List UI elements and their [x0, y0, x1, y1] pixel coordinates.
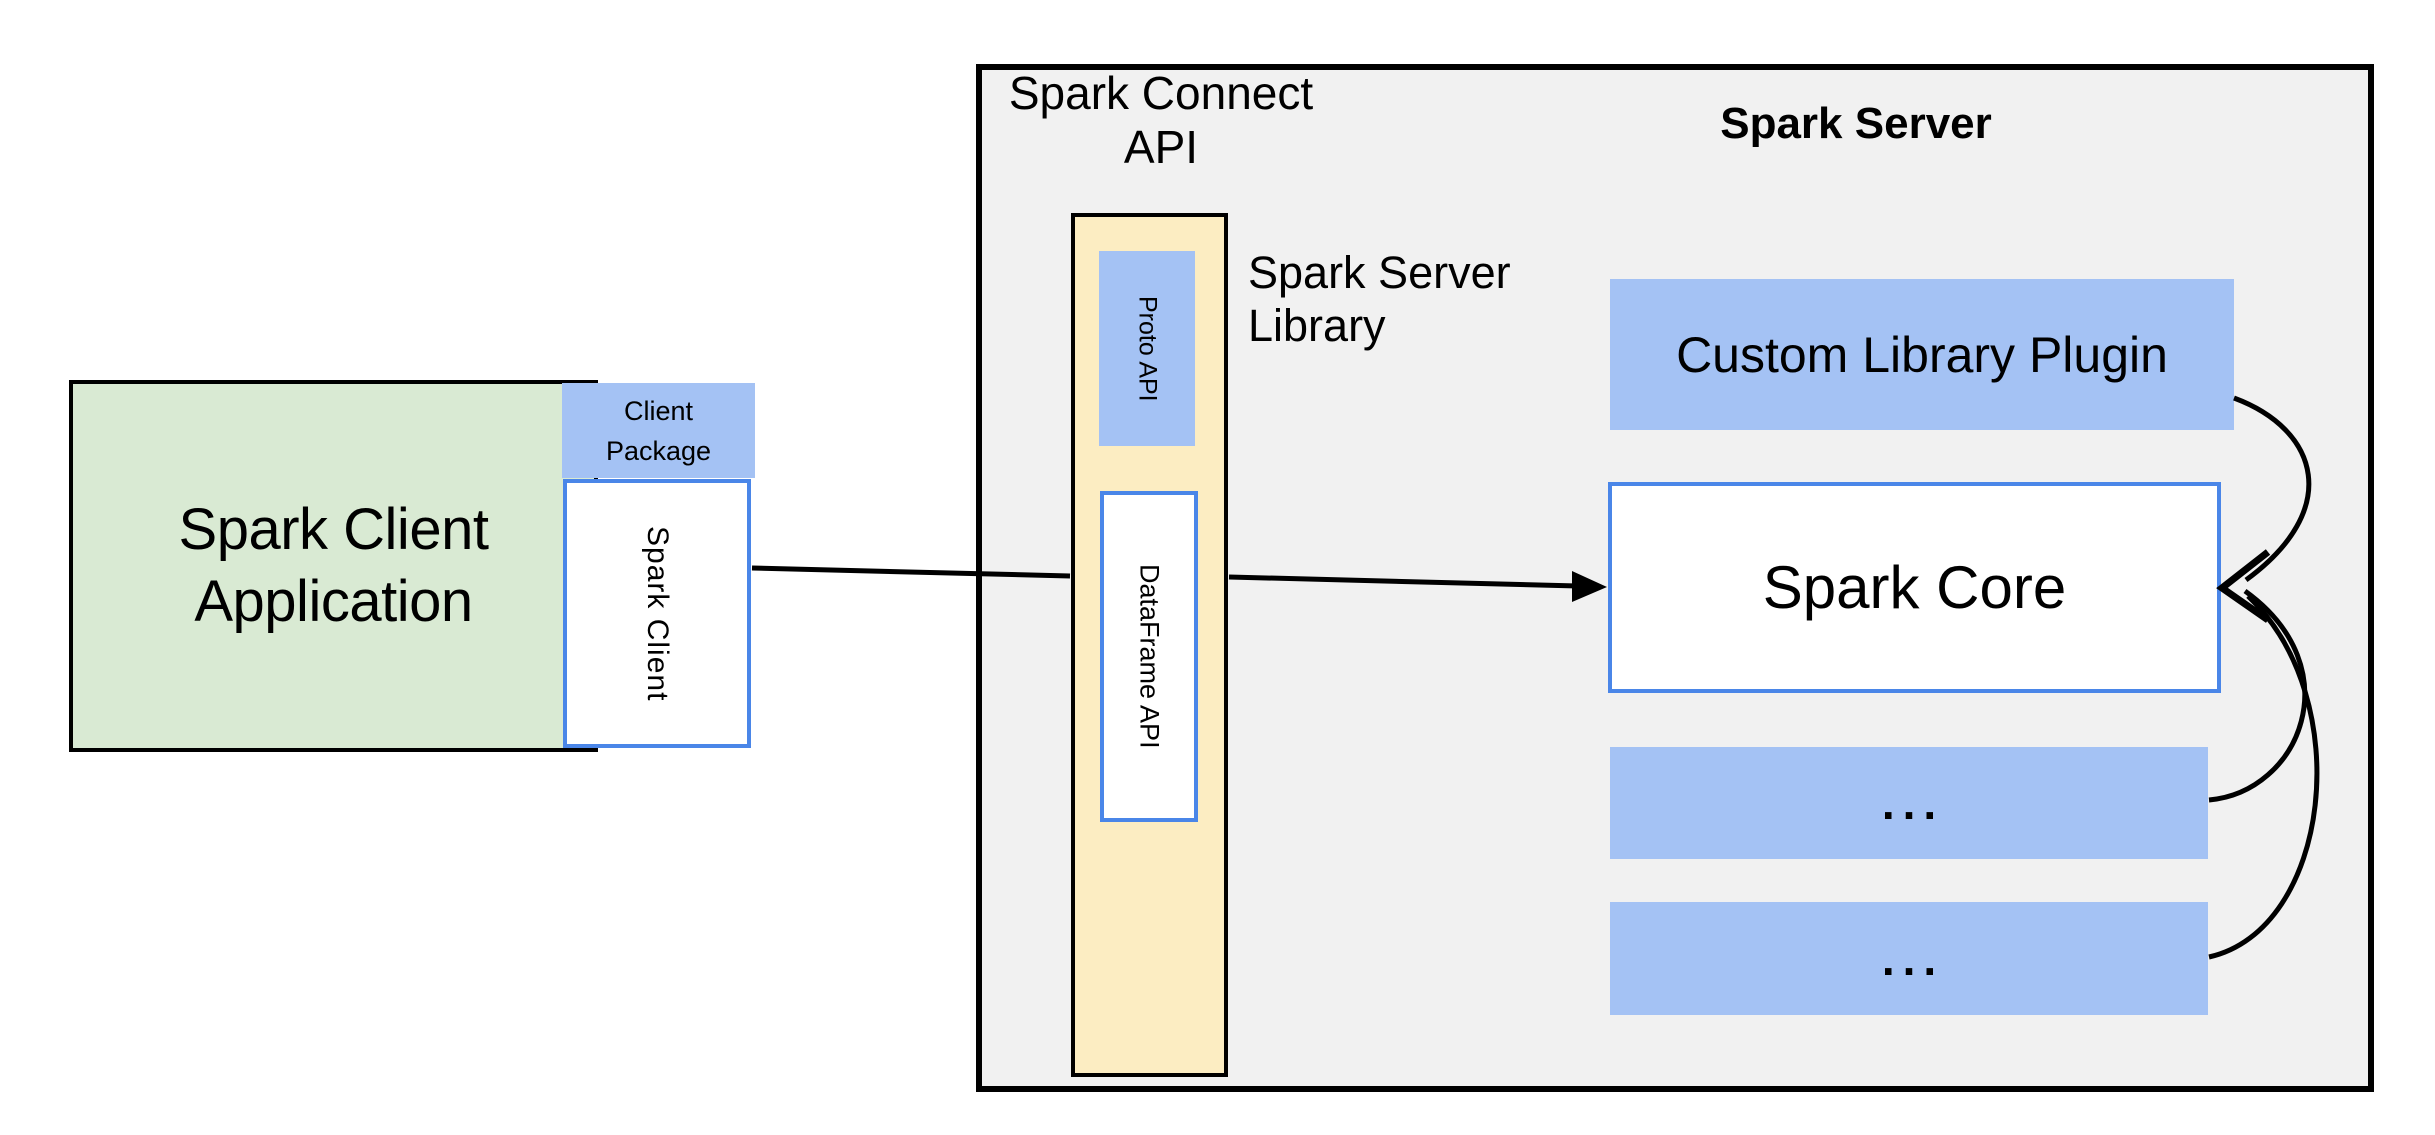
spark-connect-api-title: Spark Connect API	[961, 66, 1361, 174]
plugin-slot-box-1: ...	[1610, 747, 2208, 859]
plugin-slot-1-label: ...	[1881, 777, 1945, 829]
spark-client-application-label-line2: Application	[194, 569, 473, 634]
spark-server-library-label: Spark Server Library	[1248, 246, 1578, 352]
spark-connect-api-title-line2: API	[1123, 121, 1199, 173]
dataframe-api-box: DataFrame API	[1100, 491, 1198, 822]
spark-server-library-label-line1: Spark Server	[1248, 247, 1511, 298]
client-package-label: Client Package	[606, 391, 711, 471]
plugin-slot-box-2: ...	[1610, 902, 2208, 1015]
spark-server-library-label-line2: Library	[1248, 300, 1386, 351]
spark-client-application-label: Spark Client Application	[179, 494, 489, 638]
proto-api-box: Proto API	[1099, 251, 1195, 446]
spark-client-application-label-line1: Spark Client	[178, 497, 489, 562]
client-package-label-line2: Package	[605, 435, 712, 466]
dataframe-api-label: DataFrame API	[1134, 564, 1165, 749]
spark-core-box: Spark Core	[1608, 482, 2221, 693]
client-package-box: Client Package	[562, 383, 755, 478]
spark-connect-api-title-line1: Spark Connect	[1008, 67, 1314, 119]
client-package-label-line1: Client	[623, 395, 693, 426]
spark-server-title: Spark Server	[1720, 99, 1992, 148]
spark-client-application-box: Spark Client Application	[69, 380, 598, 752]
custom-library-plugin-box: Custom Library Plugin	[1610, 279, 2234, 430]
custom-library-plugin-label: Custom Library Plugin	[1676, 326, 2168, 383]
spark-core-label: Spark Core	[1762, 554, 2067, 621]
proto-api-label: Proto API	[1133, 295, 1162, 402]
plugin-slot-2-label: ...	[1881, 932, 1945, 985]
spark-client-box: Spark Client	[563, 479, 751, 748]
spark-client-label: Spark Client	[641, 525, 674, 702]
